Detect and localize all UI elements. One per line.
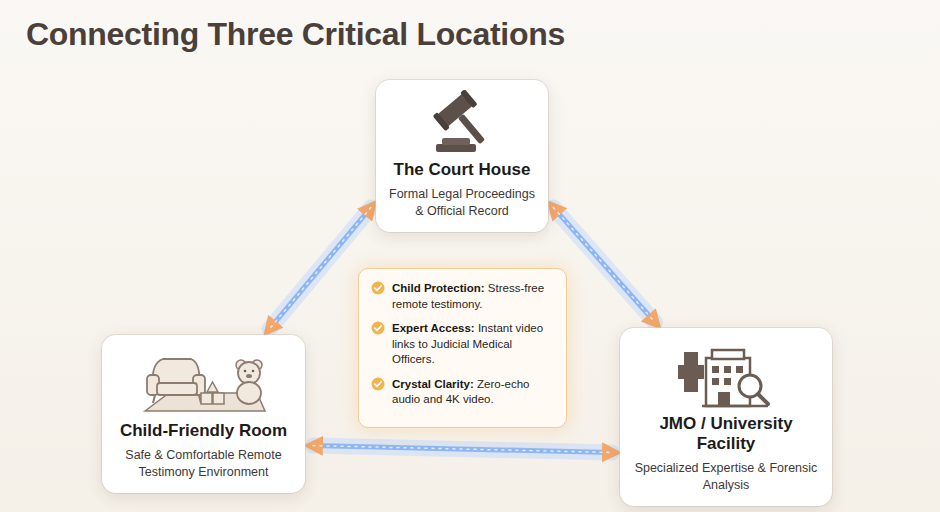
benefit-item: Crystal Clarity: Zero-echo audio and 4K … [371,377,554,408]
location-card: JMO / University FacilitySpecialized Exp… [620,328,832,506]
connector-line [553,207,655,322]
location-name: Child-Friendly Room [114,421,293,441]
location-description: Formal Legal Proceedings & Official Reco… [388,186,536,220]
connector-dots [313,446,612,453]
connector-glow [313,446,612,453]
benefit-text: Expert Access: Instant video links to Ju… [392,321,554,368]
diagram-title: Connecting Three Critical Locations [26,16,565,53]
benefit-text: Crystal Clarity: Zero-echo audio and 4K … [392,377,554,408]
connector-stroke [270,208,371,329]
check-icon [371,377,385,391]
check-icon [371,281,385,295]
location-name: JMO / University Facility [632,414,820,454]
hospital-icon [678,338,774,410]
location-card: The Court HouseFormal Legal Proceedings … [376,80,548,232]
connector-stroke [313,446,612,453]
connector-glow [553,207,655,322]
toys-icon [139,345,269,417]
benefit-text: Child Protection: Stress-free remote tes… [392,281,554,312]
benefits-box: Child Protection: Stress-free remote tes… [358,268,567,428]
connector-stroke [553,207,655,322]
check-icon [371,321,385,335]
benefit-item: Expert Access: Instant video links to Ju… [371,321,554,368]
location-name: The Court House [388,160,536,180]
connector-dots [553,207,655,322]
gavel-icon [422,90,502,156]
location-description: Safe & Comfortable Remote Testimony Envi… [114,447,293,481]
connector-dots [270,208,371,329]
connector-line [270,208,371,329]
location-card: Child-Friendly RoomSafe & Comfortable Re… [102,335,305,493]
connector-glow [270,208,371,329]
location-description: Specialized Expertise & Forensic Analysi… [632,460,820,494]
connector-line [313,446,612,453]
benefit-item: Child Protection: Stress-free remote tes… [371,281,554,312]
